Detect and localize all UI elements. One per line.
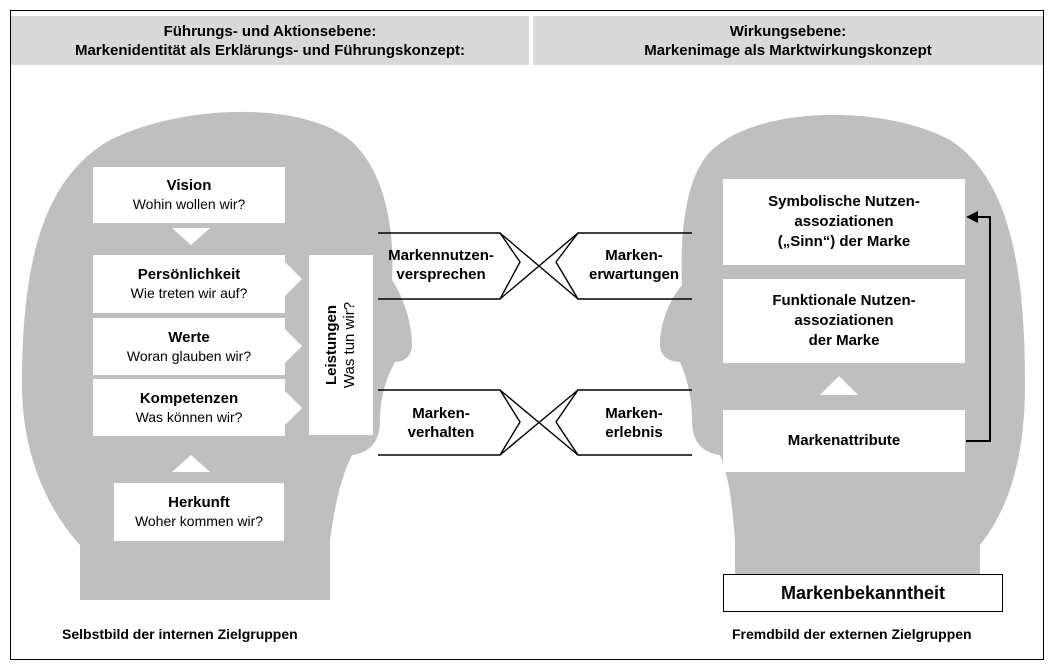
- header-left-line1: Führungs- und Aktionsebene:: [163, 22, 377, 40]
- markenattribute-label: Markenattribute: [787, 432, 901, 449]
- markennutzenversprechen-line2: versprechen: [396, 266, 486, 283]
- leistungen-title: Leistungen: [323, 305, 340, 386]
- werte-sub: Woran glauben wir?: [126, 347, 252, 364]
- funktional-line2: assoziationen: [794, 312, 894, 329]
- symbolisch-line2: assoziationen: [794, 213, 894, 230]
- werte-title: Werte: [168, 328, 210, 346]
- persoenlichkeit-sub: Wie treten wir auf?: [130, 285, 248, 301]
- markenverhalten-line2: verhalten: [407, 424, 475, 441]
- funktional-line3: der Marke: [808, 332, 880, 349]
- markenerwartungen-label: Marken- erwartungen: [577, 246, 691, 284]
- persoenlichkeit-title: Persönlichkeit: [137, 266, 241, 283]
- vision-down-arrow: [172, 228, 210, 245]
- kompetenzen-sub: Was können wir?: [135, 408, 243, 425]
- header-right-line1: Wirkungsebene:: [729, 22, 847, 40]
- header-right: Wirkungsebene: Markenimage als Marktwirk…: [533, 16, 1043, 65]
- symbolisch-box: Symbolische Nutzen- assoziationen („Sinn…: [723, 179, 965, 265]
- diagram-frame: [10, 10, 1044, 660]
- markenerlebnis-line1: Marken-: [605, 405, 663, 422]
- herkunft-sub: Woher kommen wir?: [134, 513, 264, 529]
- herkunft-up-arrow: [172, 455, 210, 472]
- leistungen-box: Leistungen Was tun wir?: [309, 255, 373, 435]
- markenerlebnis-label: Marken- erlebnis: [577, 404, 691, 442]
- symbolisch-line1: Symbolische Nutzen-: [768, 193, 920, 210]
- feedback-arrowhead: [966, 211, 978, 223]
- funktional-box: Funktionale Nutzen- assoziationen der Ma…: [723, 279, 965, 363]
- markenerwartungen-line2: erwartungen: [588, 266, 679, 283]
- markenattribute-box: Markenattribute: [723, 410, 965, 472]
- vision-box: Vision Wohin wollen wir?: [93, 167, 285, 223]
- footer-left: Selbstbild der internen Zielgruppen: [62, 626, 298, 642]
- symbolisch-line3: („Sinn“) der Marke: [777, 233, 911, 250]
- leistungen-sub: Was tun wir?: [341, 301, 358, 389]
- bottom-x-connector: [378, 389, 692, 456]
- markenverhalten-line1: Marken-: [412, 405, 470, 422]
- header-left: Führungs- und Aktionsebene: Markenidenti…: [11, 16, 529, 65]
- markenbekanntheit-box: Markenbekanntheit: [723, 574, 1003, 612]
- markennutzenversprechen-line1: Markennutzen-: [388, 247, 494, 264]
- herkunft-title: Herkunft: [168, 494, 230, 511]
- feedback-arrow: [966, 216, 991, 442]
- markenerlebnis-line2: erlebnis: [605, 424, 663, 441]
- persoenlichkeit-right-arrow: [285, 262, 302, 296]
- vision-title: Vision: [166, 177, 212, 194]
- kompetenzen-box: Kompetenzen Was können wir?: [93, 379, 285, 436]
- vision-sub: Wohin wollen wir?: [132, 196, 246, 212]
- header-right-line2: Markenimage als Marktwirkungskonzept: [644, 41, 932, 59]
- footer-right: Fremdbild der externen Zielgruppen: [732, 626, 972, 642]
- header-left-line2: Markenidentität als Erklärungs- und Führ…: [74, 41, 466, 59]
- markenverhalten-label: Marken- verhalten: [382, 404, 500, 442]
- werte-right-arrow: [285, 329, 302, 363]
- kompetenzen-right-arrow: [285, 391, 302, 425]
- kompetenzen-title: Kompetenzen: [139, 389, 239, 407]
- werte-box: Werte Woran glauben wir?: [93, 318, 285, 375]
- markennutzenversprechen-label: Markennutzen- versprechen: [382, 246, 500, 284]
- markenerwartungen-line1: Marken-: [605, 247, 663, 264]
- herkunft-box: Herkunft Woher kommen wir?: [114, 483, 284, 541]
- funktional-line1: Funktionale Nutzen-: [772, 292, 916, 309]
- attribute-up-arrow: [820, 376, 858, 395]
- persoenlichkeit-box: Persönlichkeit Wie treten wir auf?: [93, 255, 285, 313]
- top-x-connector: [378, 232, 692, 300]
